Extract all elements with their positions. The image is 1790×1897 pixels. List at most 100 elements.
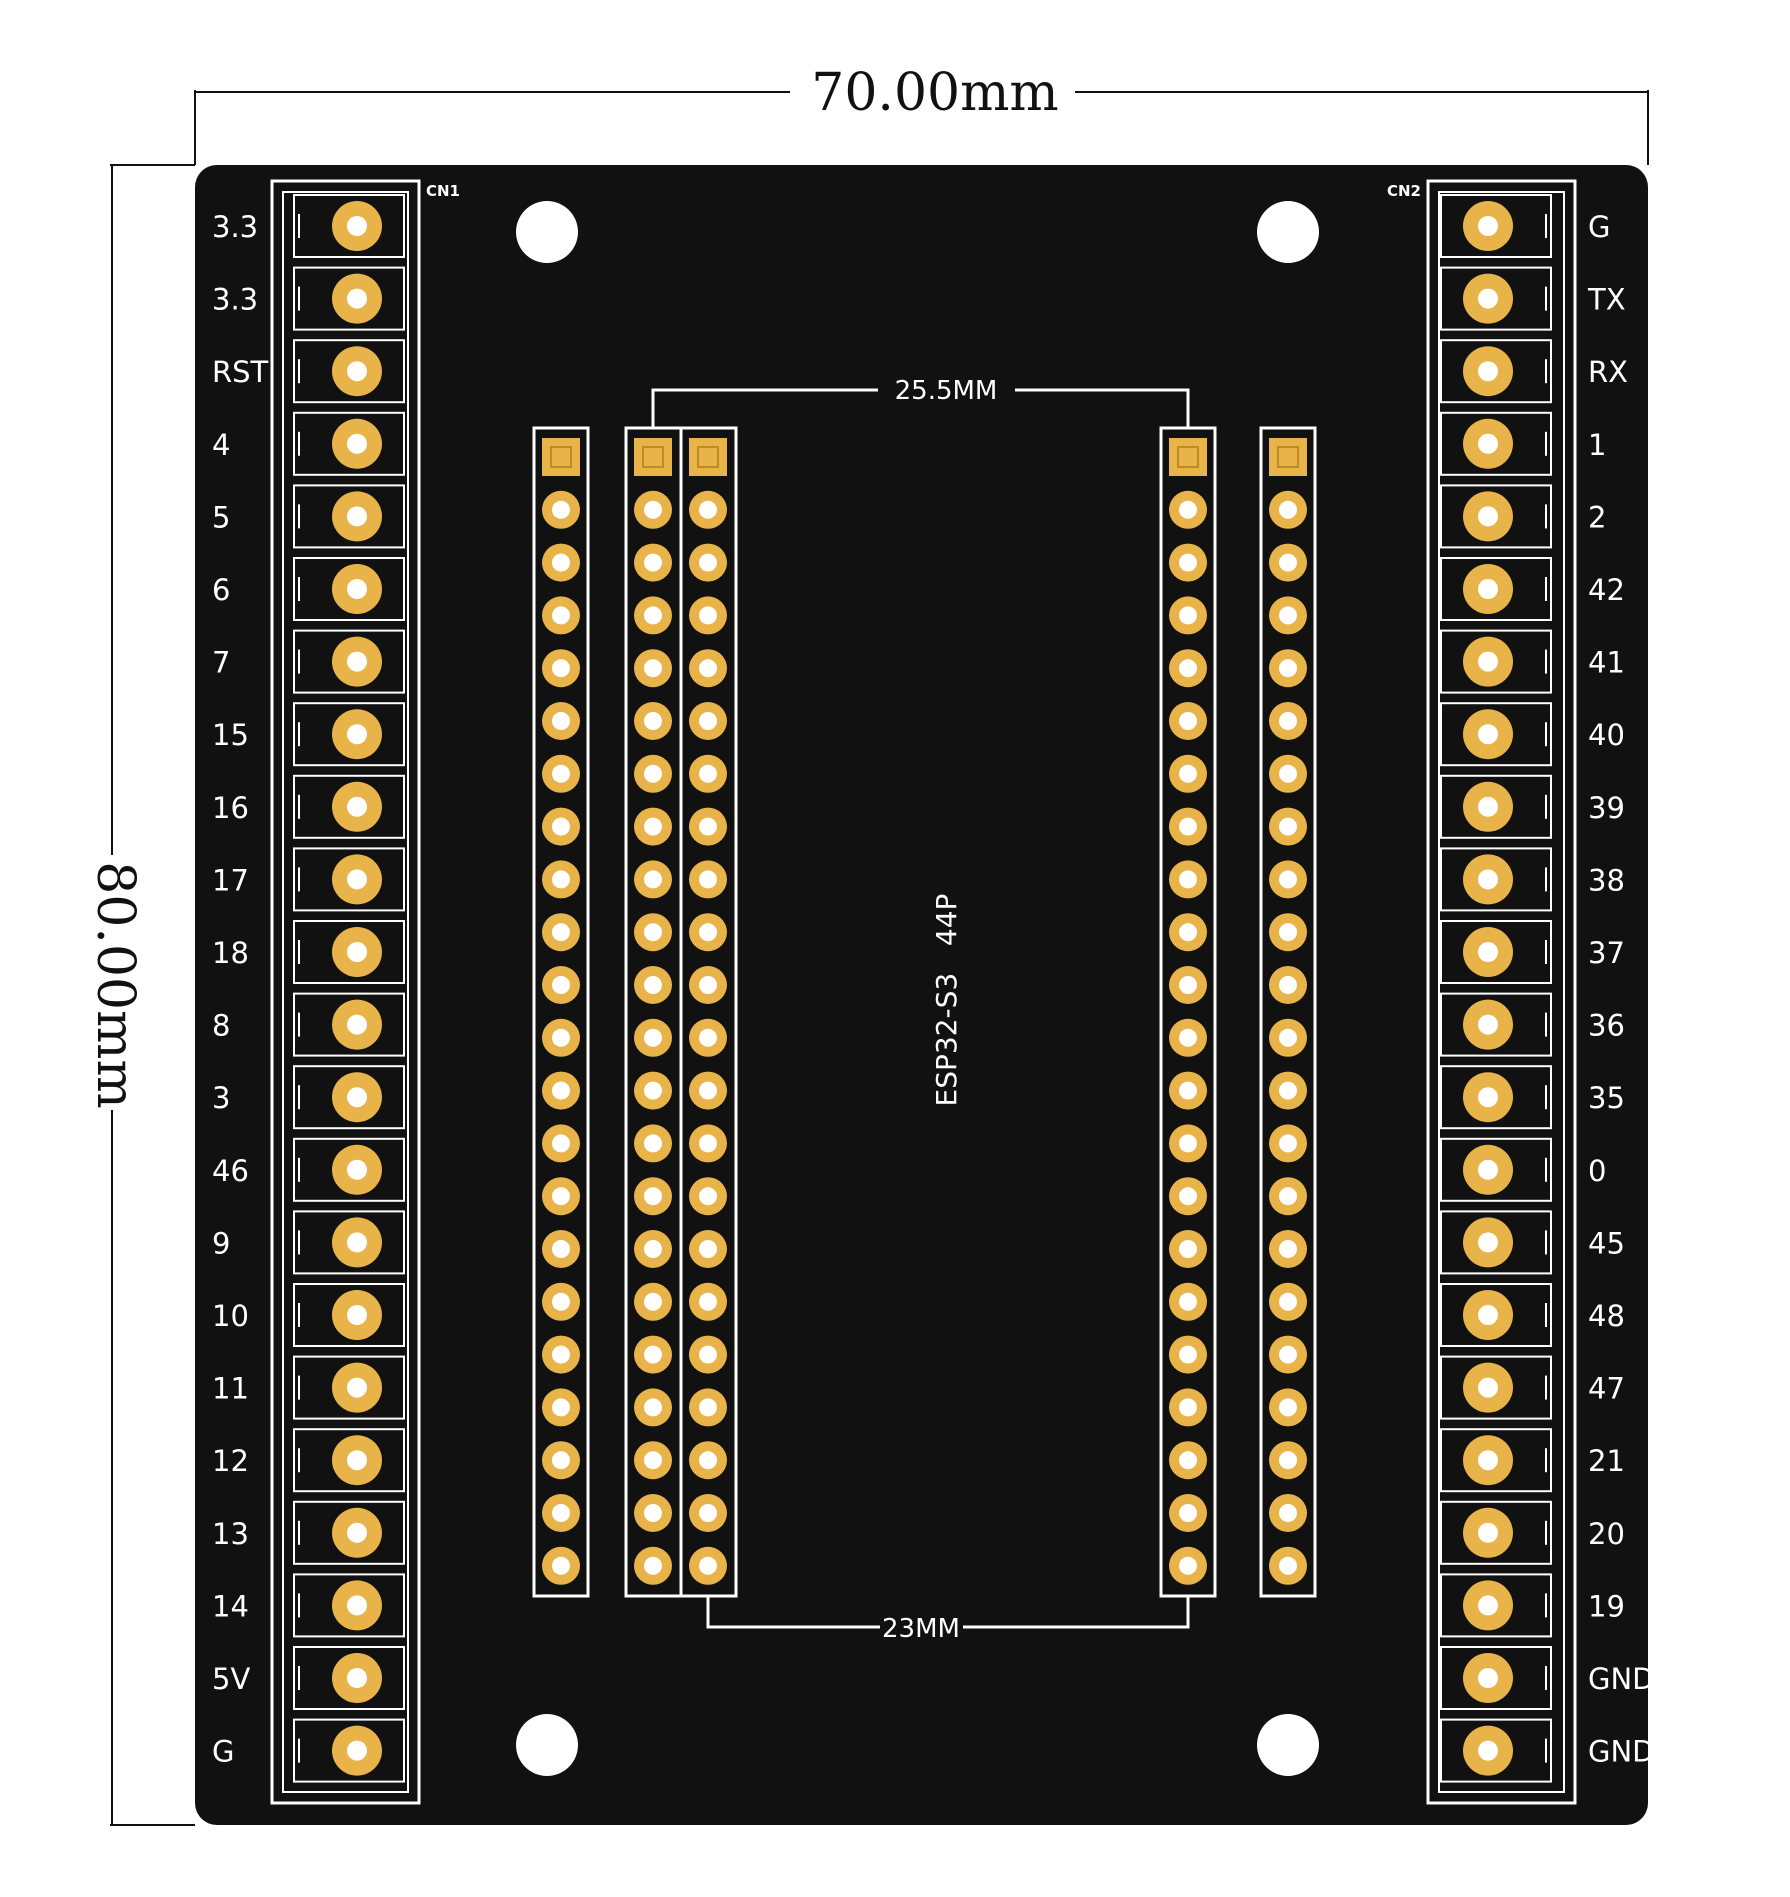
left-pin-label: 5 [212,500,230,534]
header-pad-hole [1179,764,1197,783]
terminal-cell [293,1137,405,1202]
header-pad-hole [699,1292,717,1311]
connector-label-cn1: CN1 [426,182,460,200]
right-pin-label: GND [1588,1735,1655,1769]
header-pad-hole [699,1345,717,1364]
left-pin-label: 46 [212,1154,249,1188]
terminal-cell [1440,629,1552,694]
terminal-cell [293,1428,405,1493]
terminal-hole [347,579,367,599]
left-pin-label: 17 [212,863,249,897]
terminal-hole [347,1595,367,1616]
terminal-hole [1478,1232,1498,1253]
terminal-cell [293,1500,405,1565]
header-pad-hole [1279,976,1297,994]
header-pad-hole [699,817,717,836]
header-pad-hole [1179,923,1197,942]
header-pad-hole [1179,1081,1197,1100]
right-pin-label: 19 [1588,1589,1625,1623]
header-pad-hole [552,553,570,572]
left-pin-label: 7 [212,646,230,680]
terminal-hole [1478,1450,1498,1471]
terminal-cell [1440,774,1552,839]
header-pad-hole [699,923,717,942]
terminal-hole [347,1522,367,1543]
terminal-hole [1478,288,1498,309]
header-pad-hole [1179,500,1197,519]
terminal-hole [1478,942,1498,962]
right-pin-label: 37 [1588,936,1625,970]
terminal-hole [1478,651,1498,672]
left-pin-label: G [212,1735,234,1769]
header-pad-hole [1179,659,1197,678]
header-pad-hole [552,870,570,889]
header-pad-hole [644,712,662,730]
terminal-cell [1440,557,1552,621]
header-pad-hole [644,1345,662,1364]
terminal-cell [293,194,405,258]
left-pin-label: 14 [212,1589,249,1623]
header-pad-hole [699,1240,717,1258]
header-pad-hole [644,1504,662,1522]
terminal-cell [293,1210,405,1275]
header-pad-hole [699,870,717,889]
terminal-hole [1478,361,1498,382]
terminal-cell [1440,847,1552,912]
header-pad-hole [552,1556,570,1575]
terminal-cell [293,920,405,984]
terminal-hole [1478,1087,1498,1108]
header-pad-hole [699,1134,717,1153]
header-pad-hole [1279,1345,1297,1364]
right-pin-label: 39 [1588,791,1625,825]
terminal-cell [1440,1428,1552,1493]
header-pad-hole [1179,1187,1197,1206]
right-pin-label: 21 [1588,1444,1625,1478]
right-pin-label: 35 [1588,1081,1625,1115]
header-pad-hole [1179,1345,1197,1364]
right-terminal-pads [1440,194,1552,1783]
header-pad-hole [1279,500,1297,519]
terminal-hole [1478,869,1498,890]
terminal-cell [1440,411,1552,476]
header-pad-hole [1179,606,1197,625]
mounting-hole [516,201,578,263]
terminal-hole [347,288,367,309]
left-pin-label: 16 [212,791,249,825]
left-pin-label: 18 [212,936,249,970]
header-pad-hole [644,1134,662,1153]
terminal-cell [1440,339,1552,404]
terminal-cell [1440,484,1552,549]
terminal-cell [1440,702,1552,767]
terminal-cell [1440,1573,1552,1638]
header-pad-hole [1279,1398,1297,1417]
height-dimension-label: 80.00mm [85,861,145,1108]
right-pin-label: 0 [1588,1154,1606,1188]
header-pad-hole [1179,817,1197,836]
connector-label-cn2: CN2 [1387,182,1421,200]
right-pin-label: 20 [1588,1517,1625,1551]
header-pad-hole [1179,1240,1197,1258]
terminal-block-cn2 [1426,179,1577,1805]
terminal-cell [293,629,405,694]
terminal-cell [293,702,405,767]
header-pad-hole [1179,1556,1197,1575]
terminal-hole [1478,1595,1498,1616]
header-pad-hole [552,1134,570,1153]
header-pad-hole [552,659,570,678]
terminal-cell [1440,266,1552,331]
terminal-cell [1440,920,1552,984]
header-pad-hole [644,1292,662,1311]
terminal-cell [293,266,405,331]
header-pad-hole [1279,1240,1297,1258]
header-pad-hole [1279,870,1297,889]
header-pad-hole [1279,712,1297,730]
left-pin-label: 3.3 [212,283,258,317]
header-pad-hole [644,1398,662,1417]
terminal-cell [293,1283,405,1347]
header-pad-hole [699,553,717,572]
header-pad-hole [699,1028,717,1047]
terminal-hole [347,1740,367,1761]
left-pin-label: 4 [212,428,230,462]
